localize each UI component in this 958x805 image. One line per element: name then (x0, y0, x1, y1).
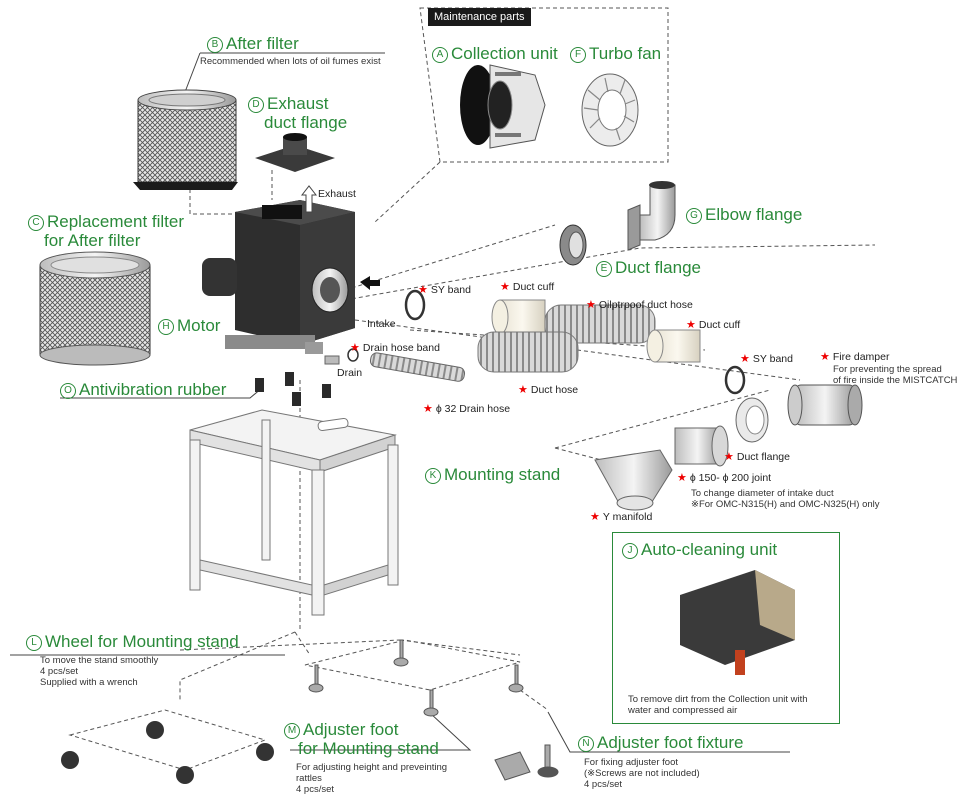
replacement-filter-image (39, 251, 151, 366)
adjuster-fixture-note: For fixing adjuster foot(※Screws are not… (584, 757, 700, 790)
duct-flange-image (559, 224, 587, 266)
duct-cuff-image (491, 299, 546, 335)
after-filter-image (133, 89, 238, 190)
joint-note: To change diameter of intake duct※For OM… (691, 488, 880, 510)
mounting-stand-image (189, 409, 399, 616)
drain-label: Drain (337, 367, 363, 379)
collection-unit-image (460, 64, 546, 149)
antivibration-rubber-image (255, 372, 331, 406)
auto-cleaning-box (612, 532, 840, 724)
duct-cuff-2-image (646, 329, 701, 363)
duct-cuff-label: ★Duct cuff (500, 281, 555, 293)
after-filter-note: Recommended when lots of oil fumes exist (200, 56, 381, 67)
sy-band-2-label: ★SY band (740, 353, 793, 365)
joint-label: ★ϕ 150- ϕ 200 joint (677, 472, 772, 484)
drain-hose-label: ★ϕ 32 Drain hose (423, 403, 511, 415)
main-unit-image (202, 185, 380, 354)
duct-flange-2-image (735, 397, 769, 443)
callout-underlines (10, 52, 790, 753)
sy-band-image (404, 289, 426, 321)
adjuster-foot-images (308, 639, 524, 717)
drain-hose-image (369, 352, 466, 382)
fire-damper-label: ★Fire damper (820, 351, 890, 363)
wheel-images (61, 721, 274, 784)
duct-flange-2-label: ★Duct flange (724, 451, 790, 463)
duct-hose-label: ★Duct hose (518, 384, 579, 396)
auto-cleaning-note: To remove dirt from the Collection unit … (628, 694, 808, 716)
y-manifold-image (594, 449, 673, 511)
maintenance-header: Maintenance parts (428, 8, 531, 26)
joint-image (674, 425, 729, 467)
duct-cuff-2-label: ★Duct cuff (686, 319, 741, 331)
duct-hose-image (477, 331, 579, 373)
intake-label: Intake (367, 318, 396, 330)
fixture-images (494, 744, 559, 781)
drain-band-image (347, 348, 359, 362)
y-manifold-label: ★Y manifold (590, 511, 653, 523)
exhaust-flange-image (255, 133, 335, 172)
exhaust-label: Exhaust (318, 188, 356, 200)
drain-hose-band-label: ★Drain hose band (350, 342, 440, 354)
turbo-fan-image (581, 73, 639, 147)
auto-cleaning-image (680, 570, 795, 675)
sy-band-label: ★SY band (418, 284, 471, 296)
fire-damper-image (787, 384, 863, 426)
sy-band-2-image (724, 365, 746, 395)
elbow-flange-image (627, 181, 676, 251)
oilproof-hose-image (544, 304, 656, 344)
oilproof-hose-label: ★Oilptrpoof duct hose (586, 299, 693, 311)
